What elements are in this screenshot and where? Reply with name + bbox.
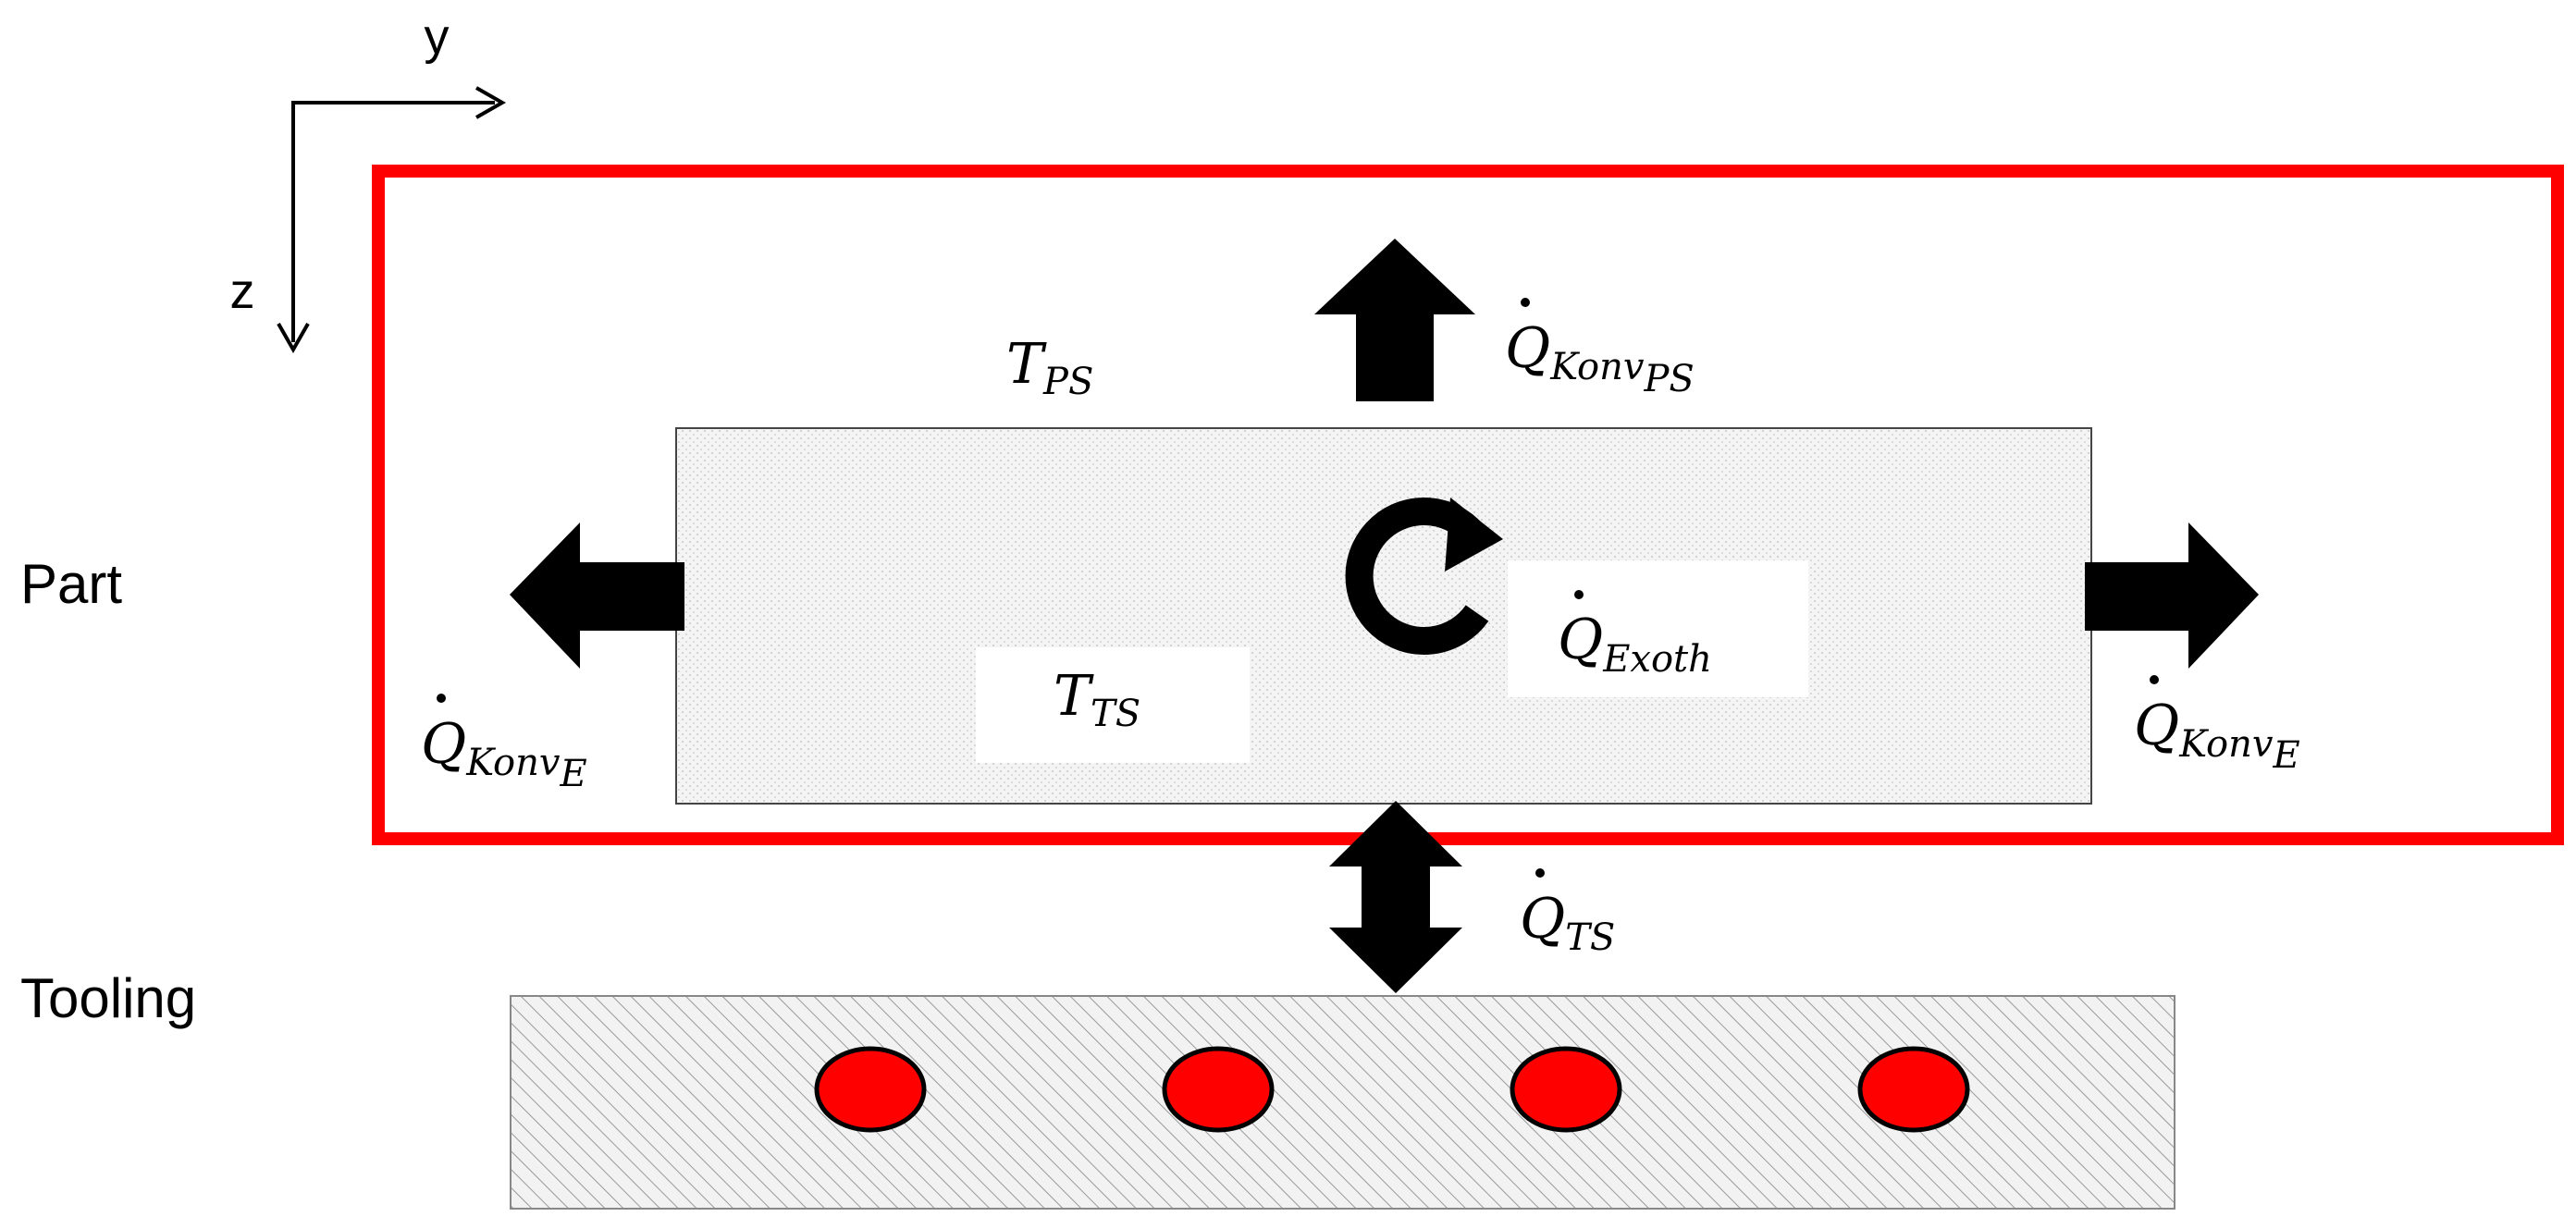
- q-dot-mark: [1521, 298, 1530, 307]
- arrow-left-icon: [510, 522, 684, 669]
- coordinate-axes: y z: [230, 9, 507, 354]
- svg-text:QKonvE: QKonvE: [2134, 694, 2300, 777]
- q-konv-ps-symbol: QKonvPS: [1505, 298, 1695, 400]
- z-axis-arrowhead: [277, 323, 310, 354]
- heating-channel: [814, 1046, 927, 1133]
- y-axis-arrowhead: [475, 86, 507, 119]
- tooling-label: Tooling: [20, 967, 196, 1029]
- t-ps-symbol: TPS: [1006, 332, 1093, 403]
- q-dot-mark: [2150, 675, 2159, 684]
- t-ts-label-background: [976, 647, 1250, 763]
- y-axis-label: y: [425, 9, 450, 65]
- z-axis-label: z: [230, 264, 255, 319]
- svg-text:QKonvE: QKonvE: [421, 712, 587, 795]
- system-boundary: [372, 165, 2564, 845]
- q-konv-e-left-symbol: QKonvE: [421, 694, 587, 795]
- q-ts-symbol: QTS: [1520, 868, 1615, 959]
- heating-channel: [1162, 1046, 1275, 1133]
- q-konv-e-right-symbol: QKonvE: [2134, 675, 2300, 777]
- q-dot-mark: [1535, 868, 1545, 878]
- cycle-arrow-icon: [1345, 498, 1503, 655]
- tooling: [510, 995, 2175, 1210]
- arrow-up-icon: [1314, 239, 1475, 401]
- arrow-double-vertical-icon: [1329, 801, 1462, 993]
- heating-channel: [1510, 1046, 1622, 1133]
- exoth-label-background: [1508, 560, 1808, 697]
- q-exoth-symbol: QExoth: [1558, 590, 1712, 681]
- part-label: Part: [20, 553, 122, 615]
- heating-channel: [1857, 1046, 1970, 1133]
- svg-text:QTS: QTS: [1520, 887, 1615, 959]
- arrow-right-icon: [2085, 522, 2259, 669]
- q-dot-mark: [1574, 590, 1584, 599]
- svg-text:QKonvPS: QKonvPS: [1505, 316, 1695, 400]
- svg-text:QExoth: QExoth: [1558, 608, 1712, 681]
- q-dot-mark: [437, 694, 446, 703]
- t-ts-symbol: TTS: [1054, 664, 1140, 735]
